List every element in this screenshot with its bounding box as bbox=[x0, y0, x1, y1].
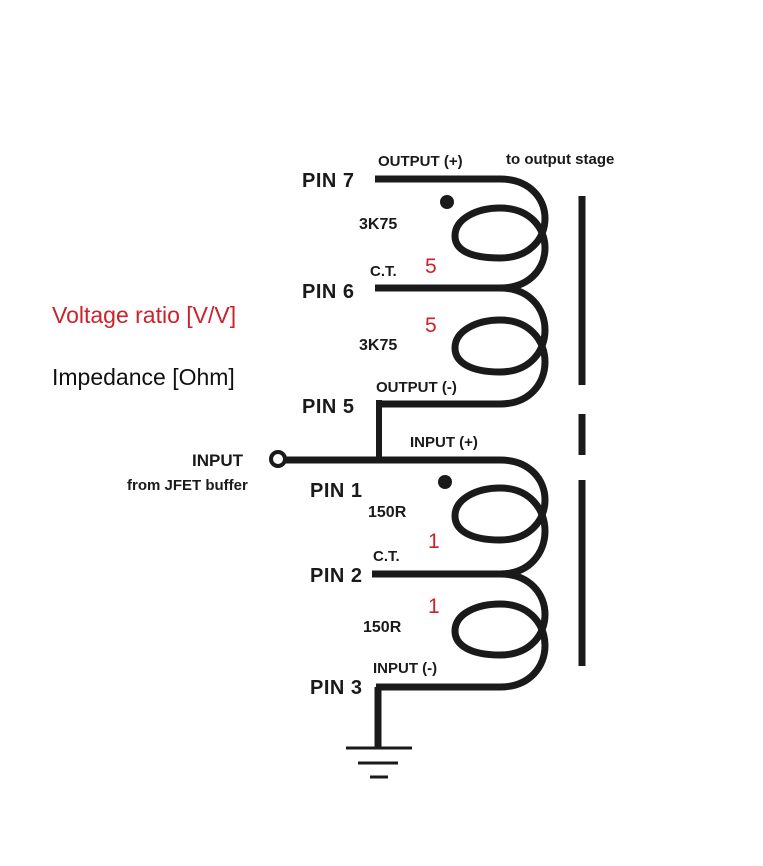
input-terminal-icon bbox=[269, 450, 287, 468]
output-minus-label: OUTPUT (-) bbox=[376, 379, 457, 396]
ground-icon bbox=[346, 746, 412, 779]
primary-winding bbox=[284, 456, 549, 691]
input-minus-label: INPUT (-) bbox=[373, 660, 437, 677]
secondary-upper-impedance: 3K75 bbox=[359, 216, 397, 233]
secondary-center-tap-label: C.T. bbox=[370, 263, 397, 280]
secondary-upper-ratio: 5 bbox=[425, 255, 437, 278]
output-plus-label: OUTPUT (+) bbox=[378, 153, 463, 170]
pin-label-7: PIN 7 bbox=[302, 170, 355, 192]
primary-upper-coil bbox=[284, 456, 549, 578]
input-source-label: from JFET buffer bbox=[127, 477, 248, 494]
primary-center-tap-label: C.T. bbox=[373, 548, 400, 565]
primary-upper-impedance: 150R bbox=[368, 504, 407, 521]
pin-label-2: PIN 2 bbox=[310, 565, 363, 587]
secondary-lower-ratio: 5 bbox=[425, 314, 437, 337]
pin-label-1: PIN 1 bbox=[310, 480, 363, 502]
secondary-lower-impedance: 3K75 bbox=[359, 337, 397, 354]
input-label: INPUT bbox=[192, 451, 244, 470]
polarity-dot-icon bbox=[438, 475, 452, 489]
to-output-stage-label: to output stage bbox=[506, 151, 614, 168]
primary-lower-ratio: 1 bbox=[428, 595, 440, 618]
input-plus-label: INPUT (+) bbox=[410, 434, 478, 451]
pin-label-3: PIN 3 bbox=[310, 677, 363, 699]
polarity-dot-icon bbox=[440, 195, 454, 209]
pin-label-6: PIN 6 bbox=[302, 281, 355, 303]
secondary-lower-coil bbox=[378, 284, 549, 408]
pin-label-5: PIN 5 bbox=[302, 396, 355, 418]
secondary-winding bbox=[375, 175, 549, 408]
secondary-upper-coil bbox=[375, 175, 549, 292]
primary-lower-impedance: 150R bbox=[363, 619, 402, 636]
primary-lower-coil bbox=[376, 570, 549, 691]
legend-voltage-ratio: Voltage ratio [V/V] bbox=[52, 302, 236, 328]
legend-impedance: Impedance [Ohm] bbox=[52, 364, 235, 390]
primary-upper-ratio: 1 bbox=[428, 530, 440, 553]
